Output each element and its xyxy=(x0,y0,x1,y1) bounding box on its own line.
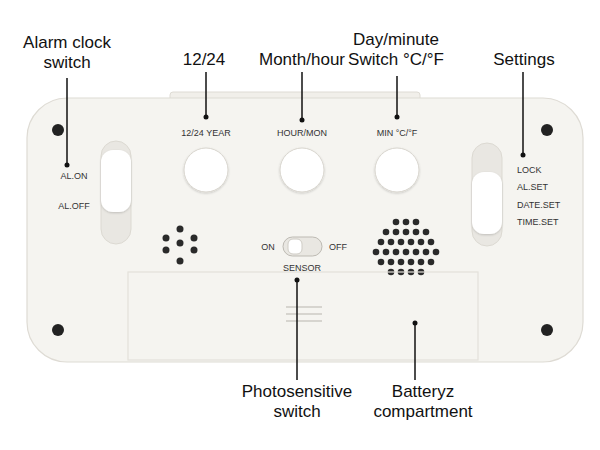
callout-label: Photosensitive switch xyxy=(227,382,367,423)
alarm-switch-slot xyxy=(101,141,131,244)
buttons xyxy=(184,148,419,192)
button-print: MIN °C/°F xyxy=(377,128,418,139)
button-print: HOUR/MON xyxy=(277,128,327,139)
battery-grip xyxy=(286,307,322,321)
sensor-print: OFF xyxy=(329,242,347,253)
alarm-switch-knob xyxy=(101,150,131,212)
callout-label: Month/hour xyxy=(247,50,357,70)
switch-print: TIME.SET xyxy=(517,217,559,228)
leader-dots xyxy=(65,115,526,326)
sensor-switch-slot xyxy=(283,237,322,256)
sensor-print: ON xyxy=(261,242,275,253)
callout-label: Day/minute Switch °C/°F xyxy=(340,30,452,71)
settings-switch-slot xyxy=(472,143,502,246)
sensor-print: SENSOR xyxy=(283,263,321,274)
button-print: 12/24 YEAR xyxy=(181,128,230,139)
callout-label: Settings xyxy=(479,50,569,70)
switch-print: AL.OFF xyxy=(58,201,90,212)
callout-label: Alarm clock switch xyxy=(12,33,122,74)
switch-print: DATE.SET xyxy=(517,200,560,211)
leader-lines xyxy=(67,72,523,380)
switch-print: AL.ON xyxy=(60,171,87,182)
battery-compartment xyxy=(128,272,478,360)
settings-switch-knob xyxy=(472,172,502,234)
speaker-holes-right xyxy=(373,219,440,276)
callout-label: 12/24 xyxy=(164,50,244,70)
clock-housing xyxy=(27,98,583,362)
speaker-holes-left xyxy=(163,226,198,265)
sensor-switch-knob xyxy=(288,239,302,254)
callout-label: Batteryz compartment xyxy=(368,382,478,423)
switch-print: AL.SET xyxy=(517,182,548,193)
switch-print: LOCK xyxy=(517,165,542,176)
